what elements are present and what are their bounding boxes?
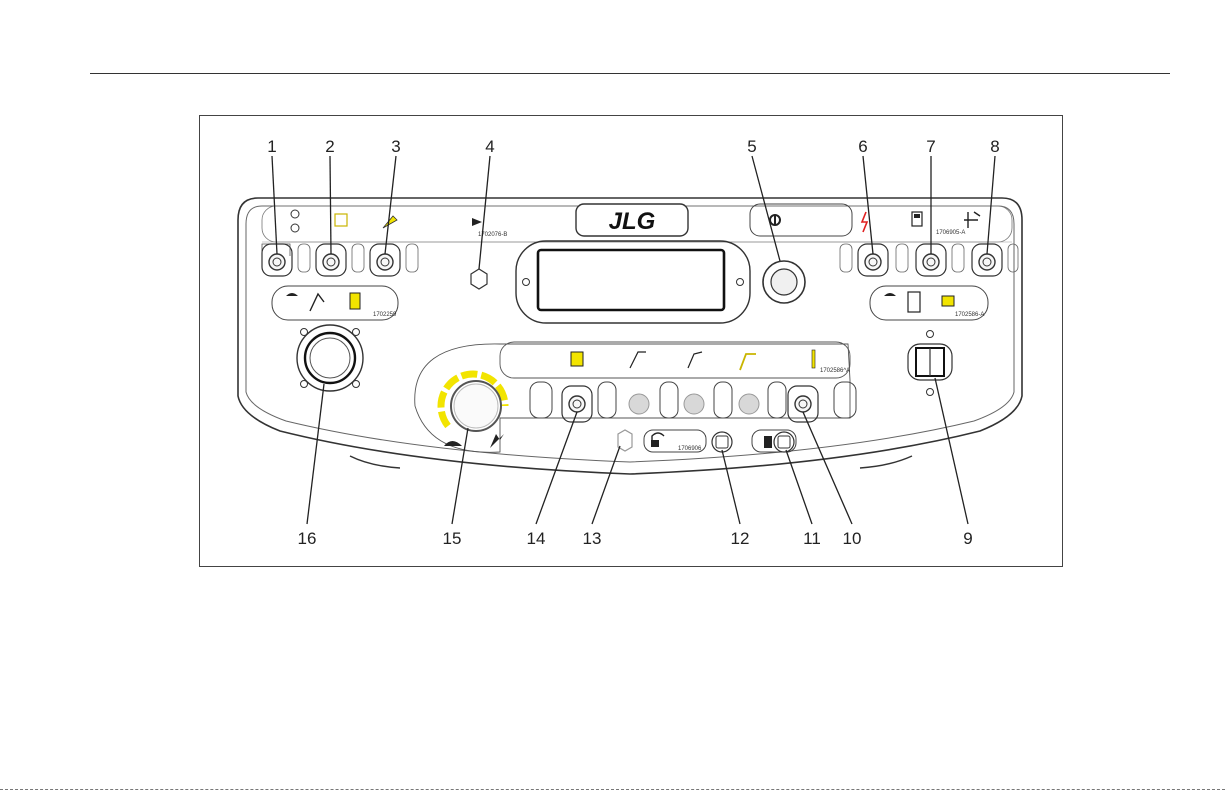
ignition-switch-core[interactable] xyxy=(771,269,797,295)
blank-switch-1 xyxy=(629,394,649,414)
callout-16: 16 xyxy=(298,529,317,548)
turtle-steer-icon xyxy=(884,293,896,296)
callout-12: 12 xyxy=(731,529,750,548)
blank-switch-2 xyxy=(684,394,704,414)
rocker-screw-top xyxy=(927,331,934,338)
rabbit-icon xyxy=(490,434,504,448)
horn-icon xyxy=(472,218,482,226)
boom-mode-icon xyxy=(310,294,324,311)
rocker-screw-bottom xyxy=(927,389,934,396)
frame-level-icon xyxy=(335,214,347,226)
panel-base-left xyxy=(350,456,400,468)
lift-height-icon xyxy=(812,350,815,368)
lock-icon-body xyxy=(651,440,659,447)
toggle-switch-10[interactable] xyxy=(788,386,818,422)
extend-icon xyxy=(630,352,646,368)
switch-guard-row2-3 xyxy=(660,382,678,418)
callout-1: 1 xyxy=(267,137,276,156)
switch-guard-row2-2 xyxy=(598,382,616,418)
toggle-switch-14[interactable] xyxy=(562,386,592,422)
float-mode-icon xyxy=(291,210,299,218)
header-rule xyxy=(90,73,1170,74)
callout-7: 7 xyxy=(926,137,935,156)
callout-6: 6 xyxy=(858,137,867,156)
boom-icon xyxy=(383,216,397,228)
horn-button[interactable] xyxy=(471,269,487,289)
callout-8: 8 xyxy=(990,137,999,156)
switch-guard-1 xyxy=(298,244,310,272)
switch-guard-row2-1 xyxy=(530,382,552,418)
switch-guard-row2-4 xyxy=(714,382,732,418)
decal-code-top-right: 1706905-A xyxy=(936,230,965,236)
fork-tilt-icon xyxy=(740,354,756,370)
callout-14: 14 xyxy=(527,529,546,548)
callout-11: 11 xyxy=(803,529,821,548)
work-light-icon xyxy=(764,436,772,448)
callout-4: 4 xyxy=(485,137,494,156)
ignition-decal-plate xyxy=(750,204,852,236)
callout-3: 3 xyxy=(391,137,400,156)
decal-code-lock: 1706906 xyxy=(678,446,702,452)
display-screw-right xyxy=(737,279,744,286)
blank-switch-3 xyxy=(739,394,759,414)
crab-steer-icon xyxy=(942,296,954,306)
callout-2: 2 xyxy=(325,137,334,156)
turtle-icon xyxy=(444,441,462,446)
steer-mode-icon xyxy=(964,212,980,228)
function-icon-strip xyxy=(500,342,850,378)
joystick-16[interactable] xyxy=(297,325,363,391)
display-screen xyxy=(538,250,724,310)
callout-10: 10 xyxy=(843,529,862,548)
switch-guard-row2-5 xyxy=(768,382,786,418)
lift-mode-icon xyxy=(350,293,360,309)
retract-icon xyxy=(688,352,702,368)
joystick-screw-bl xyxy=(301,381,308,388)
switch-guard-8 xyxy=(952,244,964,272)
brand-logo: JLG xyxy=(609,208,656,235)
fuel-icon-window xyxy=(914,214,920,218)
panel-base-right xyxy=(860,456,912,468)
float-mode-icon-lower xyxy=(291,224,299,232)
speed-control-knob[interactable] xyxy=(451,381,501,431)
switch-guard-row2-6 xyxy=(834,382,856,418)
four-wheel-steer-icon xyxy=(908,292,920,312)
callout-13: 13 xyxy=(583,529,602,548)
display-screw-left xyxy=(523,279,530,286)
joystick-screw-br xyxy=(353,381,360,388)
switch-guard-6 xyxy=(840,244,852,272)
switch-guard-2 xyxy=(352,244,364,272)
control-panel-diagram: JLG 1702076-B xyxy=(200,116,1063,567)
battery-warning-icon xyxy=(862,212,867,232)
joystick-screw-tr xyxy=(353,329,360,336)
button-11[interactable] xyxy=(774,432,794,452)
decal-code-function: 1702586^A xyxy=(820,368,850,374)
turtle-mode-icon xyxy=(286,293,298,296)
callout-9: 9 xyxy=(963,529,972,548)
joystick-screw-tl xyxy=(301,329,308,336)
callout-15: 15 xyxy=(443,529,462,548)
decal-code-right: 1702586-A xyxy=(955,312,984,318)
switch-guard-7 xyxy=(896,244,908,272)
tilt-icon xyxy=(571,352,583,366)
switch-guard-8b xyxy=(1008,244,1018,272)
decal-code-left: 1702259 xyxy=(373,312,397,318)
callout-5: 5 xyxy=(747,137,756,156)
button-13[interactable] xyxy=(618,430,632,451)
switch-guard-3 xyxy=(406,244,418,272)
button-12[interactable] xyxy=(712,432,732,452)
footer-rule xyxy=(0,789,1225,790)
rocker-switch-9[interactable] xyxy=(908,344,952,380)
control-panel-figure: JLG 1702076-B xyxy=(199,115,1063,567)
